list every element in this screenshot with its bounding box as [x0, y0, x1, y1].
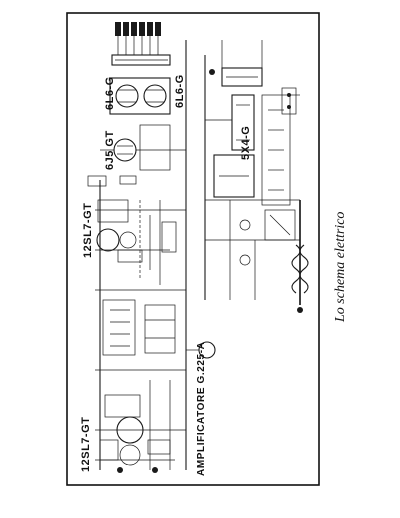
schematic-title: AMPLIFICATORE G.225-A — [196, 341, 207, 476]
second-stage-section — [95, 199, 177, 285]
mains-cord — [291, 200, 309, 313]
output-transformer — [111, 22, 171, 66]
input-stage-section — [95, 380, 175, 473]
tube-label-output-1: 6L6-G — [104, 76, 116, 110]
tube-label-driver: 6J5 GT — [104, 130, 116, 170]
output-tube-pair — [109, 77, 171, 115]
mains-input-section — [229, 200, 296, 300]
tone-network-section — [102, 299, 216, 359]
supply-bus — [95, 40, 206, 470]
tube-label-input-1: 12SL7-GT — [80, 416, 92, 472]
schematic-frame — [66, 12, 320, 486]
tube-label-rectifier: 5X4-G — [240, 125, 252, 160]
tube-label-output-2: 6L6-G — [174, 74, 186, 108]
speaker-terminals — [281, 87, 297, 115]
driver-tube-section — [87, 124, 186, 187]
figure-caption: Lo schema elettrico — [333, 211, 348, 322]
tube-label-input-2: 12SL7-GT — [82, 202, 94, 258]
